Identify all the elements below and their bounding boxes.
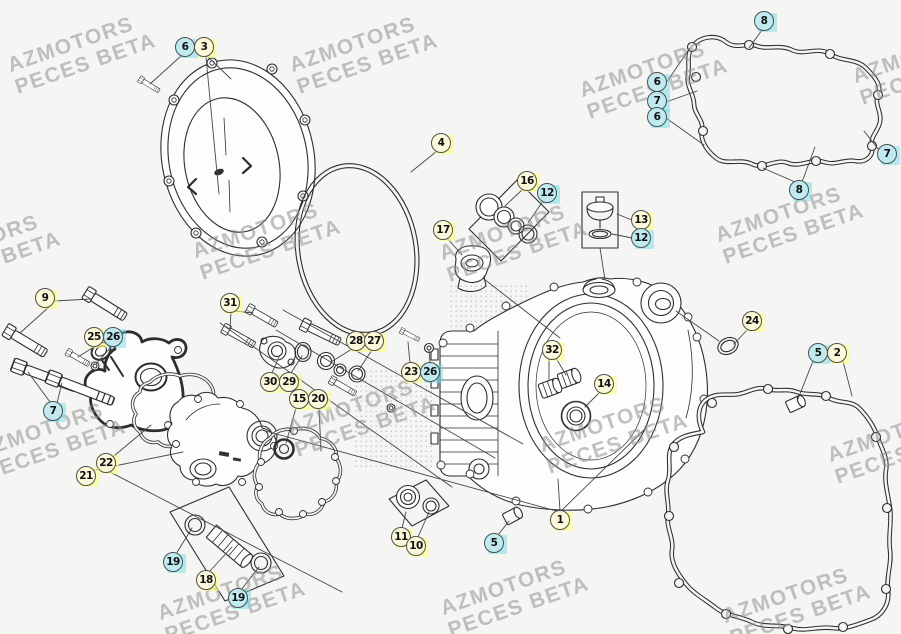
callout-number: 5 [808,343,828,363]
part-callout-12[interactable]: 12 [537,183,560,204]
callout-number: 22 [96,453,116,473]
part-callout-7[interactable]: 7 [43,401,66,422]
callout-number: 29 [279,372,299,392]
fitting-17 [454,245,492,293]
callout-number: 30 [260,372,280,392]
part-callout-32[interactable]: 32 [542,340,565,361]
callout-number: 13 [631,210,651,230]
callout-number: 9 [35,288,55,308]
part-callout-31[interactable]: 31 [220,293,243,314]
callout-number: 14 [594,374,614,394]
part-callout-29[interactable]: 29 [279,372,302,393]
callout-number: 24 [742,311,762,331]
shaft-assembly-18 [169,486,285,602]
bearing-flange-30 [259,335,366,383]
part-callout-14[interactable]: 14 [594,374,617,395]
callout-number: 25 [84,327,104,347]
part-callout-4[interactable]: 4 [431,133,454,154]
callout-number: 20 [308,389,328,409]
part-callout-18[interactable]: 18 [196,570,219,591]
part-callout-19[interactable]: 19 [163,552,186,573]
seal-14 [560,400,592,432]
part-callout-8[interactable]: 8 [789,180,812,201]
callout-number: 7 [647,91,667,111]
sleeve-16 [468,179,550,262]
part-callout-21[interactable]: 21 [76,466,99,487]
pump-housing-21 [166,391,278,487]
part-callout-27[interactable]: 27 [364,331,387,352]
part-callout-30[interactable]: 30 [260,372,283,393]
callout-number: 26 [103,327,123,347]
part-callout-6[interactable]: 6 [647,72,670,93]
callout-number: 8 [789,180,809,200]
pump-gasket-20 [252,426,343,521]
callout-number: 16 [517,171,537,191]
part-callout-8[interactable]: 8 [754,11,777,32]
callout-number: 23 [401,362,421,382]
part-callout-13[interactable]: 13 [631,210,654,231]
part-callout-20[interactable]: 20 [308,389,331,410]
part-callout-22[interactable]: 22 [96,453,119,474]
callout-number: 19 [163,552,183,572]
part-callout-15[interactable]: 15 [289,389,312,410]
part-callout-17[interactable]: 17 [433,220,456,241]
clutch-cover-main [430,277,709,514]
part-callout-10[interactable]: 10 [406,536,429,557]
callout-number: 2 [827,343,847,363]
callout-number: 12 [631,228,651,248]
callout-number: 12 [537,183,557,203]
part-callout-26[interactable]: 26 [103,327,126,348]
part-callout-1[interactable]: 1 [550,510,573,531]
bolts [1,75,435,413]
callout-number: 3 [194,37,214,57]
gasket-outer-8 [685,34,884,172]
callout-number: 17 [433,220,453,240]
callout-number: 15 [289,389,309,409]
part-callout-25[interactable]: 25 [84,327,107,348]
part-callout-23[interactable]: 23 [401,362,424,383]
callout-number: 7 [877,144,897,164]
callout-number: 31 [220,293,240,313]
thermostat-13 [581,191,619,249]
part-callout-26[interactable]: 26 [420,362,443,383]
callout-number: 6 [647,107,667,127]
leader-lines [19,29,880,593]
callout-number: 1 [550,510,570,530]
callout-number: 18 [196,570,216,590]
callout-number: 8 [754,11,774,31]
part-callout-6[interactable]: 6 [175,37,198,58]
part-callout-3[interactable]: 3 [194,37,217,58]
bearing-11-10 [388,479,450,527]
callout-number: 28 [346,331,366,351]
part-callout-24[interactable]: 24 [742,311,765,332]
part-callout-9[interactable]: 9 [35,288,58,309]
part-callout-5[interactable]: 5 [808,343,831,364]
callout-number: 32 [542,340,562,360]
callout-number: 6 [647,72,667,92]
callout-number: 26 [420,362,440,382]
gasket-inner-2 [663,383,893,634]
callout-number: 19 [228,588,248,608]
callout-number: 21 [76,466,96,486]
callout-number: 27 [364,331,384,351]
part-callout-5[interactable]: 5 [484,533,507,554]
callout-number: 4 [431,133,451,153]
callout-number: 6 [175,37,195,57]
clutch-cover-outer [160,57,316,257]
seal-15 [273,438,295,460]
bushings-32 [537,367,582,399]
part-callout-7[interactable]: 7 [877,144,900,165]
part-callout-16[interactable]: 16 [517,171,540,192]
part-callout-28[interactable]: 28 [346,331,369,352]
part-callout-2[interactable]: 2 [827,343,850,364]
callout-number: 10 [406,536,426,556]
callout-number: 5 [484,533,504,553]
part-callout-12[interactable]: 12 [631,228,654,249]
part-callout-6[interactable]: 6 [647,107,670,128]
small-parts-right [502,336,806,526]
part-callout-19[interactable]: 19 [228,588,251,609]
callout-number: 7 [43,401,63,421]
